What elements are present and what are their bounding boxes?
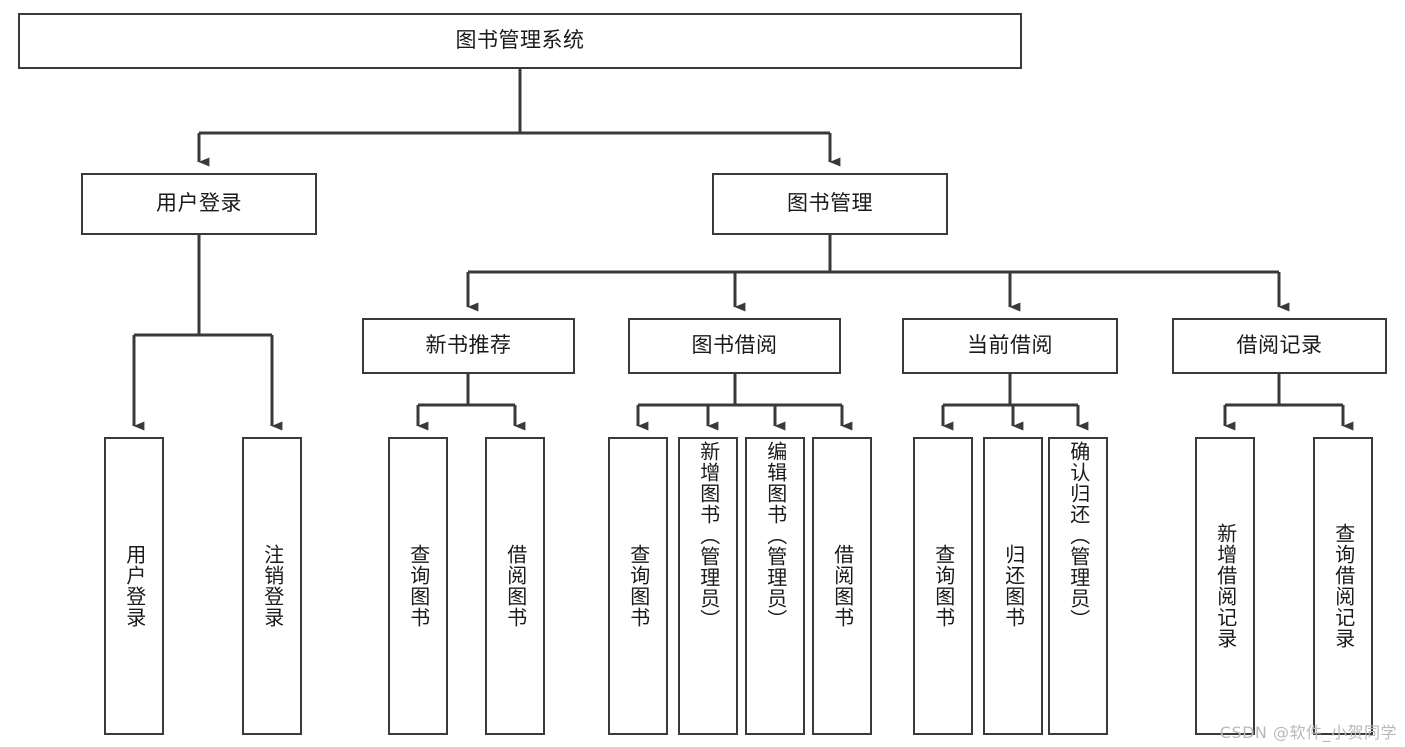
node-user-login-label: 用户登录 <box>156 191 242 216</box>
node-leaf-add-borrow-record-label: 新增借阅记录 <box>1213 523 1238 649</box>
node-current-borrow[interactable]: 当前借阅 <box>902 318 1118 374</box>
node-leaf-confirm-return[interactable]: 确认归还（管理员） <box>1048 437 1108 735</box>
node-leaf-logout-label: 注销登录 <box>260 544 285 628</box>
node-borrow-records-label: 借阅记录 <box>1236 333 1323 358</box>
node-leaf-confirm-return-label: 确认归还（管理员） <box>1066 441 1091 630</box>
node-root[interactable]: 图书管理系统 <box>18 13 1022 69</box>
node-book-borrow-label: 图书借阅 <box>691 333 778 358</box>
node-leaf-return-book[interactable]: 归还图书 <box>983 437 1043 735</box>
node-leaf-borrow-book-label: 借阅图书 <box>830 544 855 628</box>
node-leaf-borrow-book-recommend-label: 借阅图书 <box>503 544 528 628</box>
node-leaf-add-book[interactable]: 新增图书（管理员） <box>678 437 738 735</box>
node-leaf-user-login[interactable]: 用户登录 <box>104 437 164 735</box>
node-leaf-query-book-borrow[interactable]: 查询图书 <box>608 437 668 735</box>
node-leaf-edit-book-label: 编辑图书（管理员） <box>763 441 788 630</box>
node-leaf-add-book-label: 新增图书（管理员） <box>696 441 721 630</box>
node-book-management-label: 图书管理 <box>787 191 873 216</box>
node-leaf-query-book-borrow-label: 查询图书 <box>626 544 651 628</box>
node-root-label: 图书管理系统 <box>455 28 585 53</box>
node-leaf-user-login-label: 用户登录 <box>122 544 147 628</box>
node-leaf-query-borrow-record-label: 查询借阅记录 <box>1331 523 1356 649</box>
node-borrow-records[interactable]: 借阅记录 <box>1172 318 1387 374</box>
node-leaf-borrow-book-recommend[interactable]: 借阅图书 <box>485 437 545 735</box>
node-leaf-query-book-current[interactable]: 查询图书 <box>913 437 973 735</box>
node-new-book-recommend[interactable]: 新书推荐 <box>362 318 575 374</box>
node-leaf-query-book-current-label: 查询图书 <box>931 544 956 628</box>
node-book-management[interactable]: 图书管理 <box>712 173 948 235</box>
node-leaf-query-borrow-record[interactable]: 查询借阅记录 <box>1313 437 1373 735</box>
node-leaf-query-book-recommend[interactable]: 查询图书 <box>388 437 448 735</box>
node-user-login[interactable]: 用户登录 <box>81 173 317 235</box>
node-leaf-borrow-book[interactable]: 借阅图书 <box>812 437 872 735</box>
node-current-borrow-label: 当前借阅 <box>967 333 1053 358</box>
node-leaf-query-book-recommend-label: 查询图书 <box>406 544 431 628</box>
node-book-borrow[interactable]: 图书借阅 <box>628 318 841 374</box>
node-leaf-return-book-label: 归还图书 <box>1001 544 1026 628</box>
node-leaf-edit-book[interactable]: 编辑图书（管理员） <box>745 437 805 735</box>
node-new-book-recommend-label: 新书推荐 <box>425 333 512 358</box>
node-leaf-logout[interactable]: 注销登录 <box>242 437 302 735</box>
node-leaf-add-borrow-record[interactable]: 新增借阅记录 <box>1195 437 1255 735</box>
